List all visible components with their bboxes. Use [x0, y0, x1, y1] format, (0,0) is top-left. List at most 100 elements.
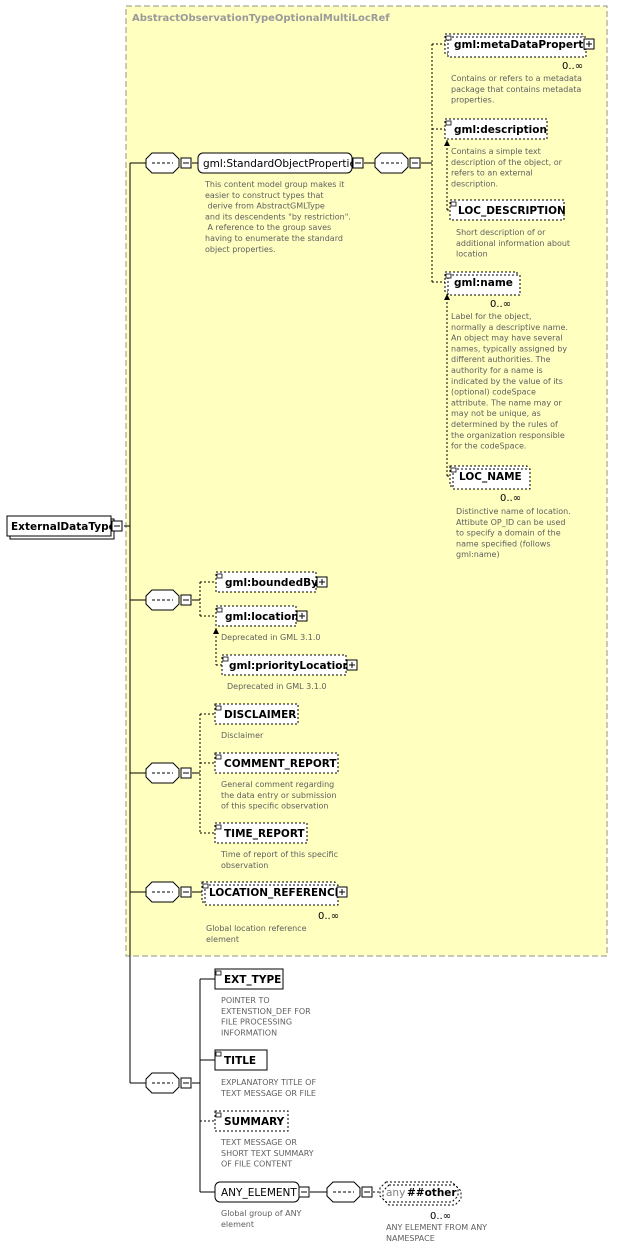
bounded-by-element[interactable]: gml:boundedBy — [215, 571, 328, 593]
doc-line: A reference to the group saves — [205, 223, 331, 232]
doc-line: may not be unique, as — [451, 409, 541, 418]
title-element[interactable]: TITLE — [214, 1049, 268, 1071]
doc-line: indicated by the value of its — [451, 377, 563, 386]
doc-line: for the codeSpace. — [451, 442, 526, 451]
ext-type-element[interactable]: EXT_TYPE — [214, 968, 284, 990]
doc-line: different authorities. The — [451, 355, 551, 364]
svg-text:DISCLAIMER: DISCLAIMER — [224, 709, 296, 721]
name-element[interactable]: gml:name — [444, 271, 521, 296]
description-element[interactable]: gml:description — [444, 118, 548, 140]
doc-line: Global group of ANY — [221, 1209, 302, 1218]
priority-location-doc: Deprecated in GML 3.1.0 — [227, 682, 326, 691]
svg-text:ExternalDataType: ExternalDataType — [11, 521, 116, 533]
any-element-group[interactable]: ANY_ELEMENT — [214, 1181, 310, 1203]
priority-location-element[interactable]: gml:priorityLocation — [221, 654, 358, 676]
sequence-compositor[interactable] — [145, 762, 192, 784]
summary-element[interactable]: SUMMARY — [214, 1110, 289, 1132]
sequence-compositor[interactable] — [145, 1072, 192, 1094]
doc-line: Distinctive name of location. — [456, 507, 571, 516]
svg-text:gml:metaDataProperty: gml:metaDataProperty — [454, 39, 590, 51]
svg-text:gml:priorityLocation: gml:priorityLocation — [229, 660, 350, 672]
doc-line: General comment regarding — [221, 780, 334, 789]
doc-line: package that contains metadata — [451, 85, 581, 94]
standard-object-properties-doc: This content model group makes it easier … — [204, 180, 351, 254]
loc-description-element[interactable]: LOC_DESCRIPTION — [449, 199, 566, 221]
doc-line: description of the object, or — [451, 158, 563, 167]
ext-type-doc: POINTER TO EXTENSTION_DEF FOR FILE PROCESS… — [221, 996, 311, 1037]
any-other-wildcard[interactable]: any ##other — [379, 1181, 462, 1206]
doc-line: POINTER TO — [221, 996, 270, 1005]
doc-line: Time of report of this specific — [220, 850, 338, 859]
sequence-compositor[interactable] — [145, 881, 192, 903]
doc-line: ANY ELEMENT FROM ANY — [386, 1223, 487, 1232]
doc-line: description. — [451, 179, 498, 188]
doc-line: properties. — [451, 96, 494, 105]
loc-name-doc: Distinctive name of location. Attibute OP… — [456, 507, 571, 559]
doc-line: observation — [221, 861, 268, 870]
doc-line: to specify a domain of the — [456, 529, 561, 538]
sequence-compositor[interactable] — [374, 152, 421, 174]
time-report-doc: Time of report of this specific observati… — [220, 850, 338, 870]
doc-line: name specified (follows — [456, 539, 550, 548]
doc-line: determined by the rules of — [451, 420, 558, 429]
location-reference-element[interactable]: LOCATION_REFERENCE — [201, 881, 348, 906]
doc-line: An object may have several — [451, 334, 563, 343]
group-title: AbstractObservationTypeOptionalMultiLocR… — [132, 13, 390, 24]
comment-report-element[interactable]: COMMENT_REPORT — [214, 752, 339, 774]
disclaimer-element[interactable]: DISCLAIMER — [214, 703, 299, 725]
doc-line: gml:name) — [456, 550, 500, 559]
name-doc: Label for the object,normally a descript… — [451, 312, 568, 451]
svg-text:LOCATION_REFERENCE: LOCATION_REFERENCE — [209, 887, 342, 899]
name-occurs: 0..∞ — [490, 299, 511, 310]
doc-line: having to enumerate the standard — [205, 234, 343, 243]
doc-line: (optional) codeSpace — [451, 388, 536, 397]
doc-line: EXTENSTION_DEF FOR — [221, 1007, 311, 1016]
svg-text:##other: ##other — [407, 1187, 457, 1199]
svg-text:gml:StandardObjectProperties: gml:StandardObjectProperties — [203, 158, 361, 170]
loc-name-occurs: 0..∞ — [500, 493, 521, 504]
doc-line: Attibute OP_ID can be used — [456, 518, 565, 527]
doc-line: Disclaimer — [221, 731, 264, 740]
doc-line: OF FILE CONTENT — [221, 1160, 292, 1169]
doc-line: refers to an external — [451, 169, 533, 178]
doc-line: of this specific observation — [221, 802, 328, 811]
svg-text:TITLE: TITLE — [224, 1055, 256, 1067]
doc-line: TEXT MESSAGE OR FILE — [220, 1089, 316, 1098]
doc-line: FILE PROCESSING — [221, 1018, 292, 1027]
svg-text:EXT_TYPE: EXT_TYPE — [224, 974, 281, 986]
location-element[interactable]: gml:location — [215, 605, 308, 627]
annotation-markers — [202, 35, 457, 1118]
loc-name-element[interactable]: LOC_NAME — [449, 465, 531, 490]
any-other-doc: ANY ELEMENT FROM ANY NAMESPACE — [386, 1223, 487, 1243]
standard-object-properties-group[interactable]: gml:StandardObjectProperties — [197, 152, 364, 174]
metadata-property-element[interactable]: gml:metaDataProperty — [444, 33, 595, 58]
doc-line: Label for the object, — [451, 312, 532, 321]
svg-text:gml:location: gml:location — [225, 611, 299, 623]
any-other-occurs: 0..∞ — [430, 1211, 451, 1222]
root-element[interactable]: ExternalDataType — [6, 515, 123, 540]
doc-line: Contains a simple text — [451, 147, 541, 156]
time-report-element[interactable]: TIME_REPORT — [214, 822, 308, 844]
doc-line: the data entry or submission — [221, 791, 337, 800]
doc-line: element — [221, 1220, 254, 1229]
sequence-compositor[interactable] — [145, 589, 192, 611]
description-doc: Contains a simple text description of the… — [451, 147, 563, 188]
sequence-compositor[interactable] — [326, 1181, 373, 1203]
doc-line: Contains or refers to a metadata — [451, 74, 582, 83]
doc-line: Deprecated in GML 3.1.0 — [221, 633, 320, 642]
doc-line: TEXT MESSAGE OR — [220, 1138, 297, 1147]
doc-line: Deprecated in GML 3.1.0 — [227, 682, 326, 691]
substitution-arrow — [213, 628, 219, 634]
sequence-compositor[interactable] — [145, 152, 192, 174]
doc-line: easier to construct types that — [205, 191, 323, 200]
doc-line: NAMESPACE — [386, 1234, 435, 1243]
doc-line: This content model group makes it — [204, 180, 344, 189]
svg-text:gml:boundedBy: gml:boundedBy — [225, 577, 318, 589]
location-doc: Deprecated in GML 3.1.0 — [221, 633, 320, 642]
connector-lines — [124, 43, 450, 1193]
svg-text:LOC_DESCRIPTION: LOC_DESCRIPTION — [458, 205, 566, 217]
